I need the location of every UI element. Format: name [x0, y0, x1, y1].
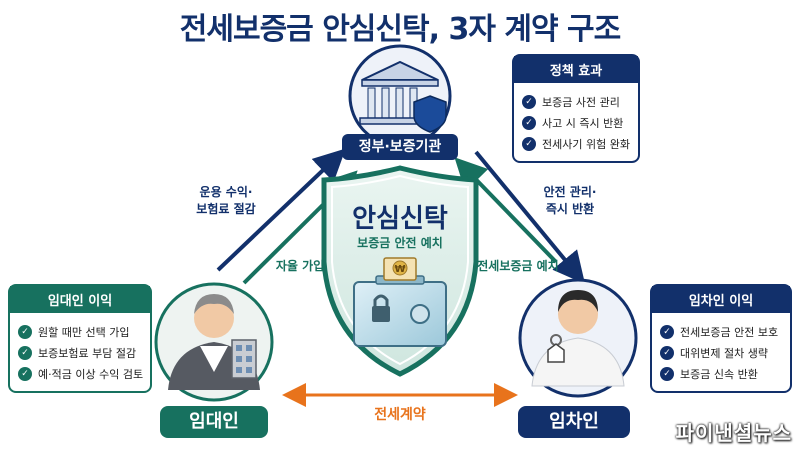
check-icon: ✓ — [18, 367, 32, 381]
page-title: 전세보증금 안심신탁, 3자 계약 구조 — [179, 12, 621, 47]
landlord-avatar — [154, 282, 274, 402]
edge-label-landlord-to-gov: 운용 수익· 보험료 절감 — [196, 185, 256, 216]
landlord-benefits-box: 임대인 이익 ✓원할 때만 선택 가입 ✓보증보험료 부담 절감 ✓예·적금 이… — [8, 284, 152, 393]
landlord-label: 임대인 — [160, 406, 268, 438]
check-icon: ✓ — [522, 116, 536, 130]
shield-subtitle: 보증금 안전 예치 — [357, 236, 443, 250]
policy-title: 정책 효과 — [514, 56, 638, 83]
list-item: ✓전세보증금 안전 보호 — [660, 324, 782, 340]
edge-label-gov-to-tenant: 안전 관리· 즉시 반환 — [543, 185, 597, 216]
arrow-gov-to-tenant — [474, 150, 586, 285]
list-item: ✓보증보험료 부담 절감 — [18, 345, 142, 361]
list-item: ✓사고 시 즉시 반환 — [522, 115, 630, 131]
check-icon: ✓ — [660, 346, 674, 360]
safe-box-icon — [353, 275, 447, 347]
arrow-landlord-to-gov — [216, 148, 346, 272]
list-item: ✓전세사기 위험 완화 — [522, 136, 630, 152]
deposit-envelope-icon: ₩ — [383, 257, 417, 281]
check-icon: ✓ — [522, 137, 536, 151]
list-item: ✓보증금 사전 관리 — [522, 94, 630, 110]
tenant-benefits-title: 임차인 이익 — [652, 286, 790, 313]
edge-label-contract: 전세계약 — [374, 407, 426, 423]
edge-label-landlord-join: 자율 가입 — [275, 259, 325, 273]
tenant-label: 임차인 — [518, 406, 630, 438]
tenant-avatar — [518, 278, 638, 398]
tenant-benefits-box: 임차인 이익 ✓전세보증금 안전 보호 ✓대위변제 절차 생략 ✓보증금 신속 … — [650, 284, 792, 393]
list-item: ✓원할 때만 선택 가입 — [18, 324, 142, 340]
watermark: 파이낸셜뉴스 — [675, 421, 792, 445]
check-icon: ✓ — [660, 367, 674, 381]
coin-symbol: ₩ — [394, 264, 405, 275]
landlord-benefits-title: 임대인 이익 — [10, 286, 150, 313]
check-icon: ✓ — [522, 95, 536, 109]
list-item: ✓예·적금 이상 수익 검토 — [18, 366, 143, 382]
check-icon: ✓ — [18, 325, 32, 339]
gov-label: 정부·보증기관 — [342, 134, 458, 160]
gov-building-icon — [348, 44, 452, 148]
check-icon: ✓ — [18, 346, 32, 360]
list-item: ✓보증금 신속 반환 — [660, 366, 782, 382]
shield-title: 안심신탁 — [352, 204, 448, 234]
policy-box: 정책 효과 ✓보증금 사전 관리 ✓사고 시 즉시 반환 ✓전세사기 위험 완화 — [512, 54, 640, 163]
list-item: ✓대위변제 절차 생략 — [660, 345, 782, 361]
edge-label-tenant-deposit: 전세보증금 예치 — [477, 259, 559, 273]
check-icon: ✓ — [660, 325, 674, 339]
